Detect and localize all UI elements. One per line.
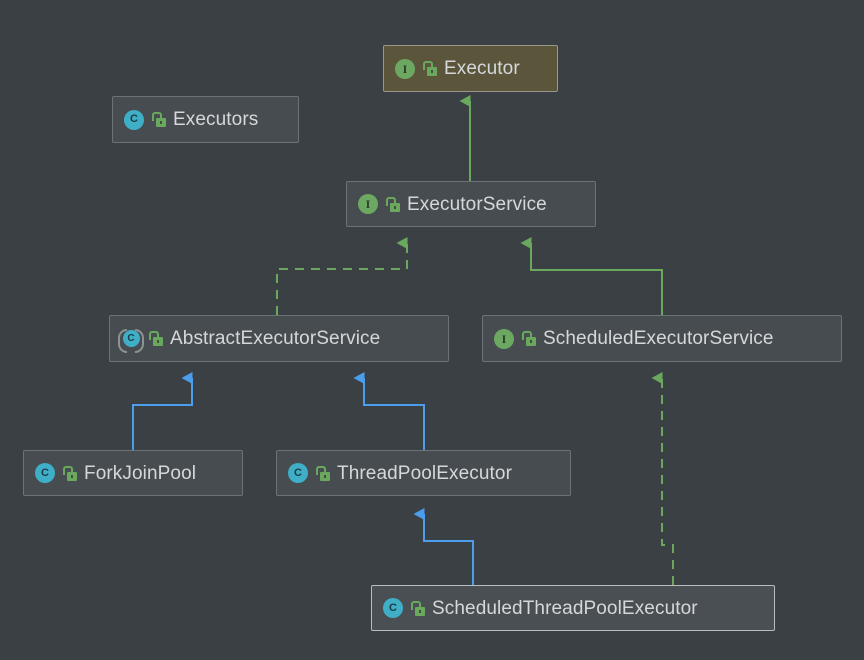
unlock-body <box>320 471 330 481</box>
unlock-icon <box>386 196 400 212</box>
edge-forkjoinpool-to-abstractexecutorservice[interactable] <box>132 372 193 450</box>
class-node-executor[interactable]: I Executor <box>383 45 558 92</box>
edge-scheduledthreadpoolexecutor-to-scheduledexecutorservice[interactable] <box>651 372 674 585</box>
unlock-icon <box>63 465 77 481</box>
unlock-icon <box>411 600 425 616</box>
unlock-icon <box>316 465 330 481</box>
unlock-shackle <box>411 600 421 610</box>
unlock-icon <box>423 61 437 76</box>
unlock-icon <box>152 112 166 127</box>
class-icon: C <box>34 462 56 484</box>
unlock-body <box>67 471 77 481</box>
unlock-shackle <box>63 465 73 475</box>
unlock-shackle <box>386 196 396 206</box>
type-glyph: C <box>35 463 55 483</box>
class-node-label: ExecutorService <box>407 193 547 215</box>
class-node-label: ScheduledExecutorService <box>543 328 774 349</box>
abstract-class-icon: C <box>118 328 144 353</box>
class-node-executor-service[interactable]: I ExecutorService <box>346 181 596 227</box>
edge-abstractexecutorservice-to-executorservice[interactable] <box>276 237 408 315</box>
type-glyph: I <box>358 194 378 214</box>
class-icon: C <box>382 597 404 619</box>
interface-icon: I <box>493 328 515 350</box>
class-node-scheduled-thread-pool-executor[interactable]: C ScheduledThreadPoolExecutor <box>371 585 775 631</box>
class-node-thread-pool-executor[interactable]: C ThreadPoolExecutor <box>276 450 571 496</box>
class-node-label: Executors <box>173 109 259 130</box>
type-glyph: C <box>288 463 308 483</box>
interface-icon: I <box>357 193 379 215</box>
unlock-shackle <box>423 61 433 70</box>
interface-icon: I <box>394 58 416 80</box>
class-node-abstract-executor-service[interactable]: C AbstractExecutorService <box>109 315 449 362</box>
unlock-body <box>415 606 425 616</box>
class-node-label: ScheduledThreadPoolExecutor <box>432 597 698 619</box>
edge-scheduledthreadpoolexecutor-to-threadpoolexecutor[interactable] <box>413 508 474 585</box>
unlock-body <box>390 202 400 212</box>
unlock-shackle <box>316 465 326 475</box>
unlock-icon <box>522 331 536 346</box>
unlock-body <box>526 337 536 346</box>
unlock-shackle <box>522 331 532 340</box>
unlock-icon <box>149 331 163 346</box>
edge-threadpoolexecutor-to-abstractexecutorservice[interactable] <box>353 372 425 450</box>
type-glyph: C <box>122 330 140 347</box>
type-glyph: C <box>124 109 144 130</box>
class-node-label: ForkJoinPool <box>84 462 197 484</box>
unlock-body <box>156 118 166 127</box>
class-node-label: AbstractExecutorService <box>170 328 381 349</box>
class-icon: C <box>287 462 309 484</box>
unlock-body <box>153 337 163 346</box>
unlock-shackle <box>149 331 159 340</box>
class-node-label: ThreadPoolExecutor <box>337 462 513 484</box>
class-node-scheduled-executor-service[interactable]: I ScheduledExecutorService <box>482 315 842 362</box>
class-node-fork-join-pool[interactable]: C ForkJoinPool <box>23 450 243 496</box>
type-glyph: I <box>395 58 415 79</box>
edge-scheduledexecutorservice-to-executorservice[interactable] <box>520 237 663 315</box>
class-icon: C <box>123 109 145 131</box>
unlock-shackle <box>152 112 162 121</box>
class-node-label: Executor <box>444 58 520 79</box>
type-glyph: C <box>383 598 403 618</box>
type-glyph: I <box>494 328 514 349</box>
unlock-body <box>427 67 437 76</box>
class-node-executors[interactable]: C Executors <box>112 96 299 143</box>
